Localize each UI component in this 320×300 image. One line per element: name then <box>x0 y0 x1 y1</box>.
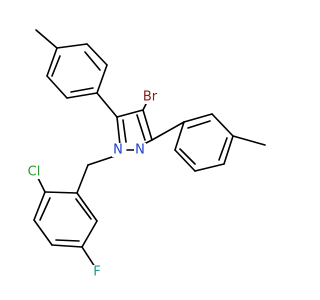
bond-c4-c5 <box>116 109 144 118</box>
tolyl-ring-upper <box>35 29 118 118</box>
ring-bond <box>174 149 196 172</box>
ring-double <box>187 120 211 129</box>
ring-bond <box>44 191 78 194</box>
ring-bond <box>223 135 234 165</box>
ring-bond <box>96 64 108 94</box>
ring-double <box>75 198 92 220</box>
ring-bond <box>76 192 98 222</box>
halophenyl-ring <box>33 154 119 268</box>
bond-c5-ring <box>96 92 118 118</box>
ring-bond <box>46 47 58 77</box>
bond-c5-n1 <box>116 116 121 146</box>
ring-bond <box>211 113 234 137</box>
bond-c5-n1-double <box>122 119 127 143</box>
chlorine-label: Cl <box>28 165 41 180</box>
molecule-canvas: Br N N Cl F <box>25 29 266 280</box>
structure-diagram: Br N N Cl F <box>25 29 266 280</box>
ring-bond <box>194 163 225 172</box>
ring-bond <box>174 121 185 151</box>
bond-methyl-upper <box>35 29 58 49</box>
nitrogen-label-2: N <box>135 143 145 158</box>
ring-bond <box>51 244 83 248</box>
tolyl-ring-right <box>151 113 266 172</box>
bond-c3-ring <box>151 121 185 141</box>
ring-double <box>55 239 80 242</box>
nitrogen-label-1: N <box>113 143 123 158</box>
ring-double <box>84 51 101 71</box>
ring-bond <box>183 113 213 123</box>
bromine-label: Br <box>143 90 158 105</box>
ring-bond <box>81 220 98 248</box>
ring-bond <box>66 92 98 99</box>
ring-bond <box>46 75 68 99</box>
bond-c4-c3-double <box>136 114 146 141</box>
ring-bond <box>33 191 46 221</box>
ring-bond <box>33 219 53 246</box>
ring-double <box>70 87 94 93</box>
atom-labels: Br N N Cl F <box>25 90 159 280</box>
fluorine-label: F <box>93 265 100 280</box>
ring-double <box>39 197 51 221</box>
bond-methyl-right <box>232 135 266 146</box>
ring-bond <box>56 43 88 49</box>
bond-c4-c3 <box>142 109 153 141</box>
bond-ring-f <box>81 246 96 268</box>
ring-double <box>218 137 228 161</box>
ring-double <box>51 55 61 77</box>
bond-ch2-ring <box>76 164 89 194</box>
ring-bond <box>86 43 108 66</box>
ring-double <box>179 148 196 165</box>
